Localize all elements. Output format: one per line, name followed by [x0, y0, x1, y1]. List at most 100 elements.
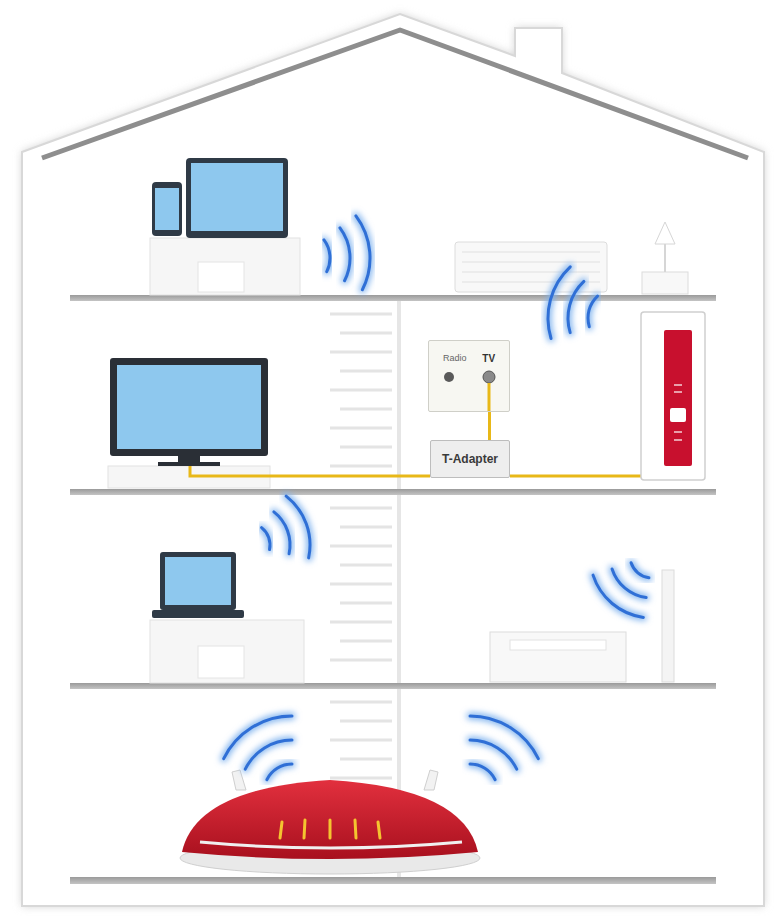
roof-line — [42, 30, 748, 158]
wifi-wave — [548, 267, 570, 339]
wifi-wave — [340, 228, 350, 281]
stair-step — [330, 621, 392, 624]
coax-cable — [488, 412, 491, 440]
stair-step — [330, 507, 392, 510]
radiator-fins — [462, 252, 600, 282]
stair-step — [330, 583, 392, 586]
repeater — [641, 312, 705, 480]
wifi-wave — [267, 764, 292, 780]
sideboard — [490, 632, 626, 682]
wifi-glow — [568, 281, 584, 332]
wifi-wave — [224, 716, 292, 759]
wifi-wave — [470, 740, 517, 769]
tablet-screen — [155, 188, 179, 230]
tablet — [152, 182, 182, 236]
staircase — [330, 314, 392, 854]
wifi-glow — [470, 740, 517, 769]
stair-step — [330, 659, 392, 662]
wifi-wave — [593, 575, 643, 617]
socket-label: Radio — [443, 353, 467, 364]
stair-step — [340, 370, 392, 373]
wifi-wave — [631, 563, 649, 578]
floor — [70, 295, 716, 301]
lamp-stand — [664, 244, 666, 272]
wifi-glow — [274, 512, 290, 554]
wifi-glow — [340, 228, 350, 281]
stair-step — [330, 701, 392, 704]
socket-ports — [429, 341, 509, 411]
television — [110, 358, 268, 456]
radio-port — [444, 372, 454, 382]
stair-step — [330, 427, 392, 430]
desk — [150, 238, 300, 295]
stair-step — [340, 408, 392, 411]
wifi-waves — [224, 216, 649, 780]
floor — [70, 877, 716, 884]
wifi-wave — [356, 216, 370, 290]
wifi-glow — [470, 764, 495, 780]
stair-step — [330, 351, 392, 354]
repeater-button — [670, 408, 686, 422]
stair-step — [340, 602, 392, 605]
stair-step — [340, 720, 392, 723]
stair-step — [330, 739, 392, 742]
wifi-glow — [286, 496, 310, 558]
coax-cable — [190, 466, 430, 476]
wifi-wave — [470, 764, 495, 780]
stair-step — [340, 446, 392, 449]
laptop-screen — [165, 557, 231, 605]
monitor — [186, 158, 288, 238]
wifi-wave — [286, 496, 310, 558]
television-foot — [158, 462, 220, 466]
wifi-wave — [324, 240, 330, 272]
floor-lamp — [662, 570, 674, 682]
desk-drawer — [198, 262, 244, 292]
wifi-glow — [262, 528, 270, 550]
wifi-wave — [470, 716, 538, 759]
floor — [70, 683, 716, 689]
sideboard-shelf — [510, 640, 606, 650]
router-body — [182, 780, 478, 859]
wifi-glow — [593, 575, 643, 617]
wifi-wave — [245, 740, 292, 769]
t-adapter-box: T-Adapter — [430, 440, 510, 478]
router-trim — [200, 842, 462, 848]
router-antenna — [232, 770, 246, 790]
monitor-screen — [191, 163, 283, 231]
floor — [70, 489, 716, 495]
wifi-glow — [612, 569, 646, 598]
desk-drawer — [198, 646, 244, 678]
laptop-base — [152, 610, 244, 618]
tv-port — [483, 371, 495, 383]
wifi-glow — [245, 740, 292, 769]
desk — [150, 620, 304, 683]
stair-step — [330, 389, 392, 392]
stair-step — [340, 526, 392, 529]
wifi-glow — [224, 716, 292, 759]
stair-step — [330, 777, 392, 780]
wifi-glow — [548, 267, 570, 339]
wifi-wave — [568, 281, 584, 332]
wifi-wave — [588, 296, 598, 327]
stair-step — [340, 758, 392, 761]
router-antenna — [424, 770, 438, 790]
wifi-glow — [631, 563, 649, 578]
stair-step — [340, 640, 392, 643]
stair-step — [340, 332, 392, 335]
television-screen — [117, 365, 261, 449]
wifi-glow — [324, 240, 330, 272]
coax-cable — [488, 383, 491, 411]
stair-step — [330, 313, 392, 316]
stair-step — [340, 564, 392, 567]
house-outline — [22, 14, 764, 906]
wifi-wave — [262, 528, 270, 550]
house-shadow — [22, 14, 764, 906]
router-leds — [280, 820, 380, 838]
repeater-stripe — [664, 330, 692, 466]
wifi-wave — [274, 512, 290, 554]
bedside-table — [642, 272, 688, 294]
